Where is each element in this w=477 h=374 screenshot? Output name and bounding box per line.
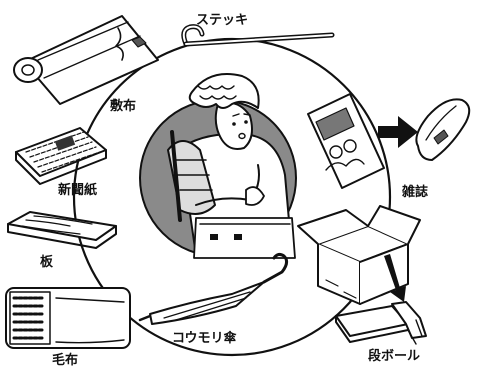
- board-label: 板: [40, 254, 54, 270]
- cut-cardboard-icon: [336, 302, 426, 344]
- blanket-icon: [6, 288, 130, 348]
- cane-icon: [184, 27, 332, 44]
- cane-label: ステッキ: [196, 13, 248, 28]
- magazine-label: 雑誌: [401, 184, 428, 200]
- newspaper-label: 新聞紙: [58, 182, 97, 198]
- board-icon: [8, 212, 116, 248]
- newspaper-icon: [16, 128, 106, 184]
- blanket-label: 毛布: [52, 352, 78, 368]
- arrow-right-icon: [378, 116, 418, 148]
- umbrella-label: コウモリ傘: [172, 330, 237, 346]
- magazine-icon: [308, 94, 384, 188]
- injured-person-icon: [140, 74, 296, 258]
- rolled-sheet-icon: [14, 16, 158, 104]
- cardboard-label: 段ボール: [368, 348, 420, 364]
- bedding-label: 敷布: [110, 98, 136, 114]
- rolled-magazine-icon: [416, 99, 469, 160]
- umbrella-icon: [140, 254, 287, 324]
